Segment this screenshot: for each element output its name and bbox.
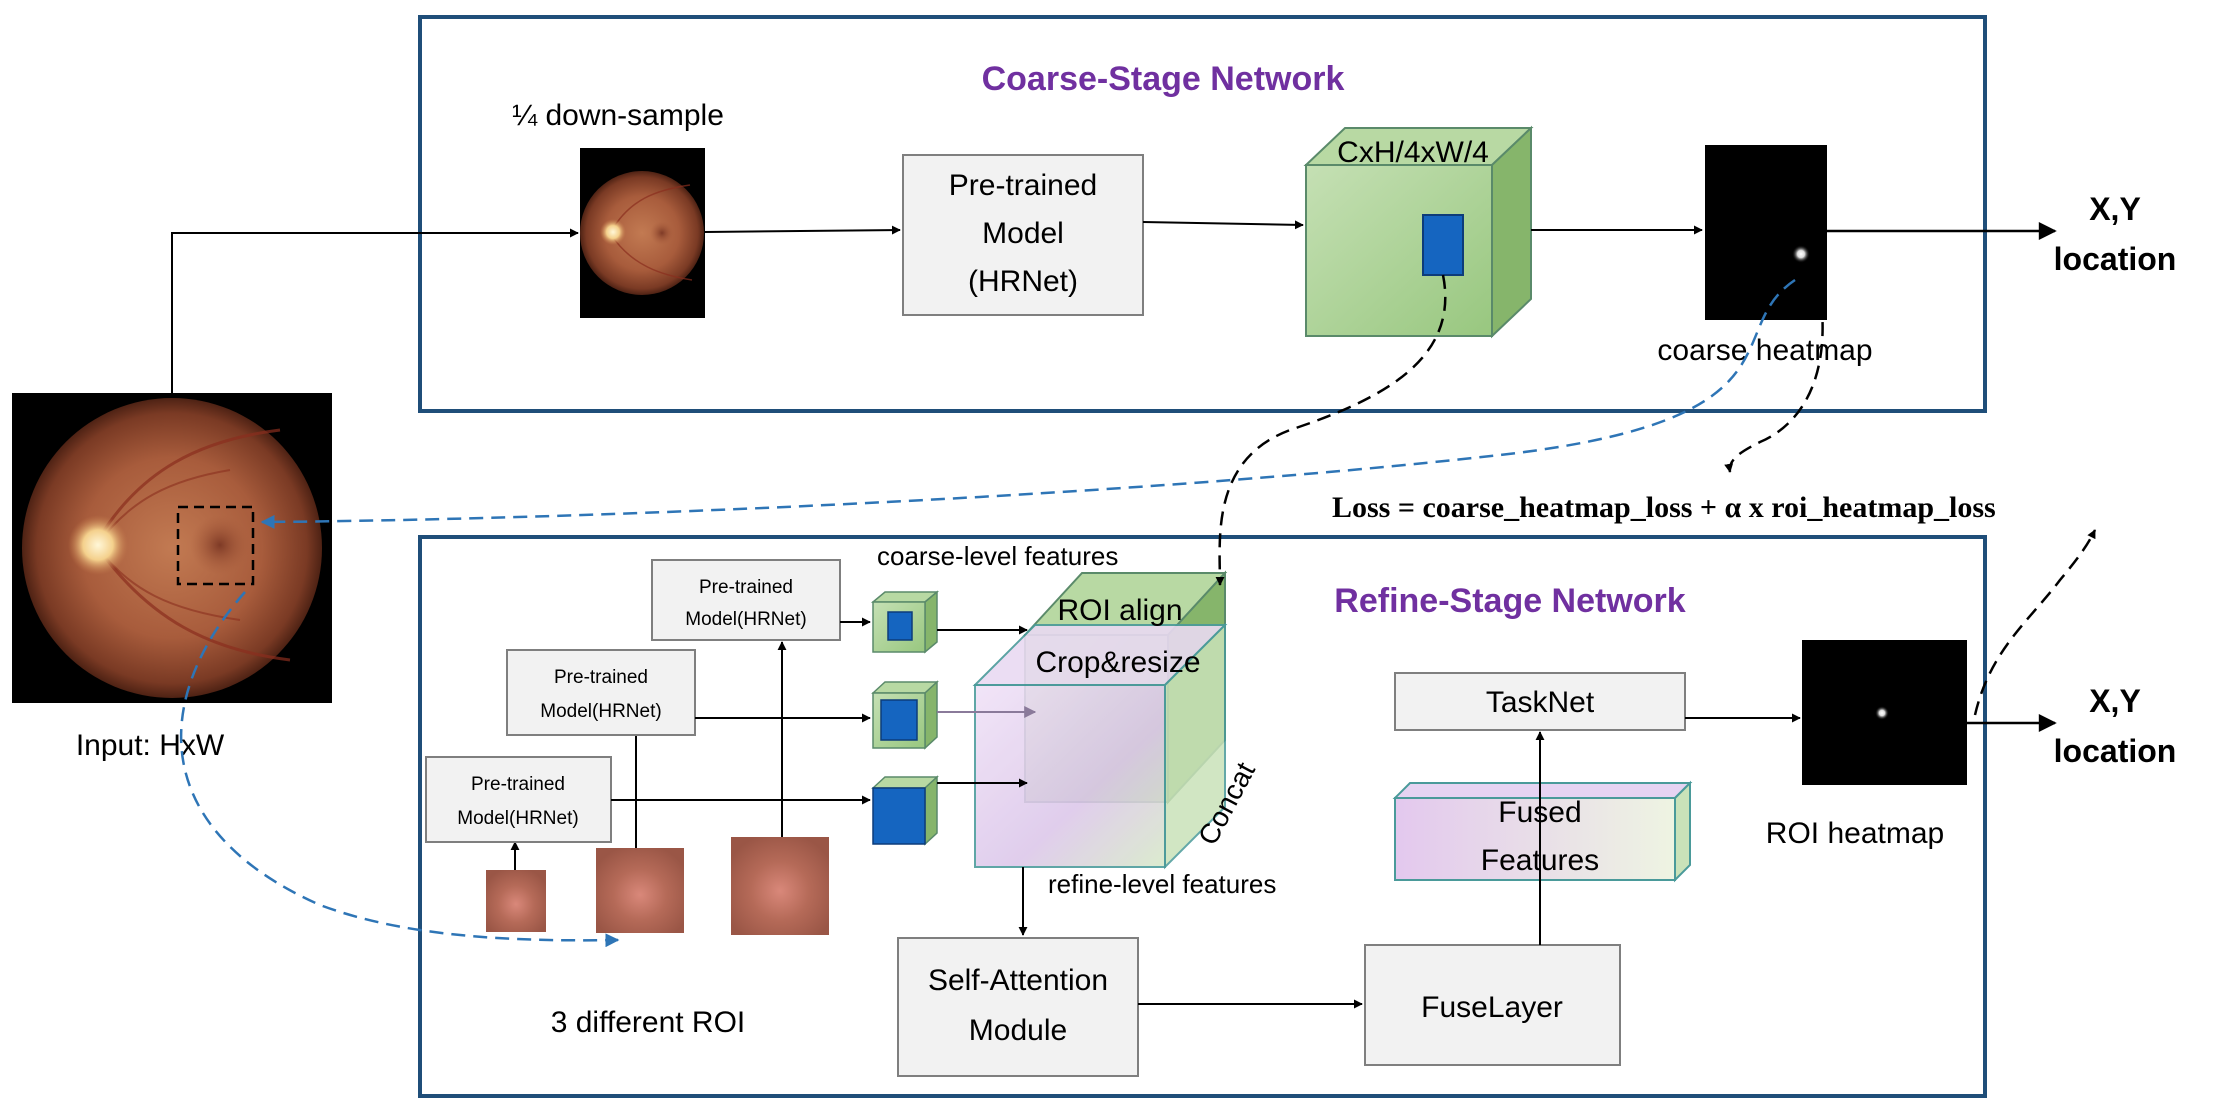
self-attention-box [897, 937, 1139, 1077]
concat-cube [972, 622, 1228, 870]
refine-features-label: refine-level features [1048, 869, 1276, 899]
roi-heatmap-image [1802, 640, 1967, 785]
roi-patch-small [486, 870, 546, 932]
coarse-stage-frame [418, 15, 1987, 413]
coarse-model-line-2: Model [982, 217, 1064, 250]
feature-cube-bottom [871, 775, 939, 846]
self-attention-line-2: Module [969, 1014, 1067, 1047]
input-roi-to-patches-dashed-arrow [179, 591, 620, 948]
input-fundus-image [12, 393, 332, 703]
input-label: Input: HxW [76, 729, 225, 762]
self-attention-line-1: Self-Attention [928, 964, 1108, 997]
refine-stage-frame [418, 535, 1987, 1098]
refine-model-mid-line-1: Pre-trained [554, 667, 648, 688]
coarse-features-label: coarse-level features [877, 541, 1118, 571]
feature-cube-mid [871, 680, 939, 750]
coarse-heatmap-to-loss-dashed-arrow [1724, 299, 1824, 473]
input-to-downsample-arrow [171, 228, 579, 393]
roi-dashed-box [176, 505, 255, 586]
coarse-roi-block [1422, 214, 1464, 276]
coarse-output-line-2: location [2054, 241, 2177, 277]
downsampled-fundus-image [580, 148, 705, 318]
coarse-heatmap-label: coarse heatmap [1657, 334, 1872, 367]
coarse-output-line-1: X,Y [2089, 191, 2141, 227]
refine-output-line-1: X,Y [2089, 683, 2141, 719]
model-to-feature-arrow [1142, 220, 1304, 230]
roi-patch-medium [596, 848, 684, 933]
coarse-model-box [902, 154, 1144, 316]
refine-model-mid-line-2: Model(HRNet) [540, 701, 661, 722]
crop-resize-label: Crop&resize [1035, 646, 1200, 679]
tasknet-box [1394, 672, 1686, 731]
downsample-to-model-arrow [704, 225, 901, 235]
coarse-stage-title: Coarse-Stage Network [982, 60, 1345, 98]
refine-model-top-line-2: Model(HRNet) [685, 609, 806, 630]
fuse-layer-box [1364, 944, 1621, 1066]
loss-formula: Loss = coarse_heatmap_loss + α x roi_hea… [1332, 491, 1996, 524]
feature-cube-top [870, 590, 940, 654]
roi-heatmap-to-loss-dashed-arrow [1973, 529, 2097, 716]
refine-output-line-2: location [2054, 733, 2177, 769]
refine-model-bottom-line-1: Pre-trained [471, 774, 565, 795]
roi-patch-large [731, 837, 829, 935]
fused-features-block [1392, 780, 1693, 883]
downsample-label: ¼ down-sample [512, 99, 724, 132]
coarse-feature-label: CxH/4xW/4 [1337, 136, 1489, 169]
refine-model-bottom-line-2: Model(HRNet) [457, 808, 578, 829]
refine-model-top-line-1: Pre-trained [699, 577, 793, 598]
refine-stage-title: Refine-Stage Network [1334, 582, 1685, 620]
fuse-layer-label: FuseLayer [1421, 991, 1563, 1024]
roi-heatmap-label: ROI heatmap [1766, 817, 1944, 850]
roi-align-label: ROI align [1057, 594, 1182, 627]
coarse-model-line-1: Pre-trained [949, 169, 1097, 202]
coarse-model-line-3: (HRNet) [968, 265, 1078, 298]
refine-model-box-top [651, 559, 841, 641]
heatmap-to-input-roi-dashed-arrow [260, 278, 1796, 529]
refine-model-box-mid [506, 649, 696, 736]
tasknet-label: TaskNet [1486, 686, 1595, 719]
coarse-heatmap-image [1705, 145, 1827, 320]
refine-model-box-bottom [425, 756, 612, 843]
roi-label: 3 different ROI [551, 1006, 746, 1039]
